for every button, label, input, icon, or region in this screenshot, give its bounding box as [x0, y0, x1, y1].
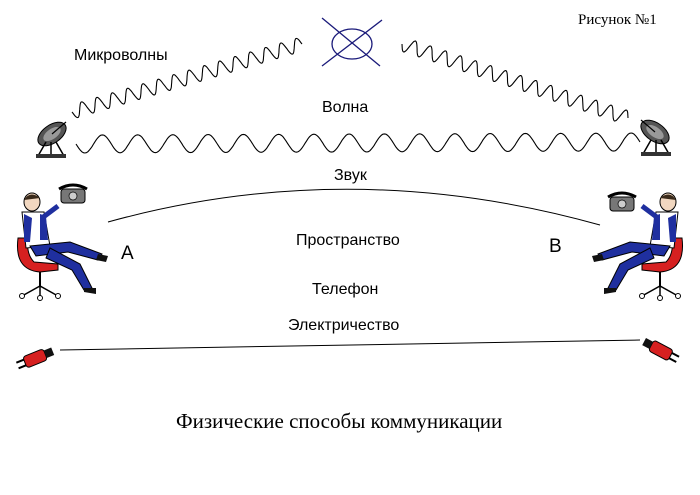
point-a-label: A [121, 243, 134, 264]
blocked-signal-icon [321, 17, 383, 67]
wave-line [75, 132, 641, 154]
electric-cable [59, 339, 641, 351]
satellite-dish-right-icon [640, 119, 671, 156]
seated-person-right-icon [592, 192, 684, 301]
microwave-wave-right [401, 40, 629, 122]
telephone-label: Телефон [312, 281, 378, 298]
satellite-dish-left-icon [36, 121, 67, 158]
telephone-right-icon [607, 191, 637, 212]
seated-person-left-icon [16, 192, 108, 301]
wave-label: Волна [322, 99, 368, 116]
sound-label: Звук [334, 167, 368, 184]
electricity-label: Электричество [288, 317, 399, 334]
sound-arc [107, 188, 601, 226]
microwave-wave-left [71, 37, 303, 119]
point-b-label: B [549, 236, 562, 257]
electric-plug-right-icon [642, 338, 680, 363]
microwaves-label: Микроволны [74, 47, 168, 64]
diagram-caption: Физические способы коммуникации [176, 409, 502, 433]
electric-plug-left-icon [15, 347, 55, 370]
telephone-left-icon [58, 183, 88, 204]
space-label: Пространство [296, 232, 400, 249]
figure-label: Рисунок №1 [578, 12, 657, 28]
